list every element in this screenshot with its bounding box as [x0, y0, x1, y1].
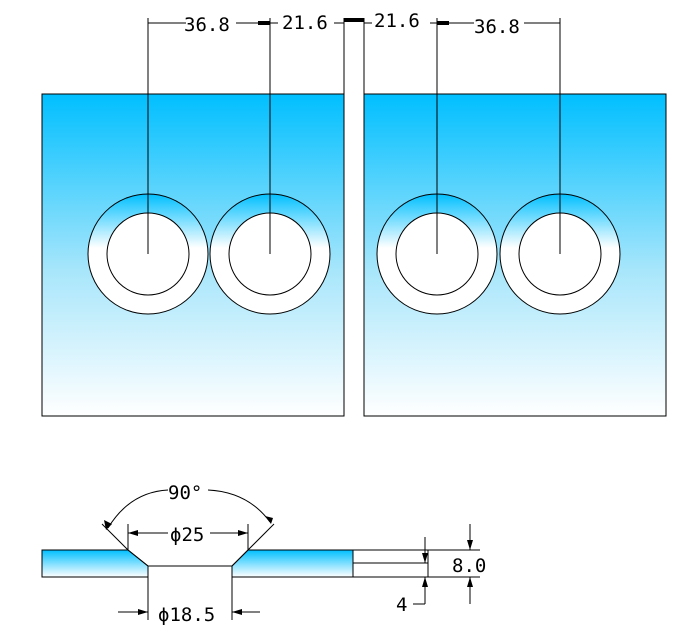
dim-hole-diameter: ϕ18.5: [158, 604, 215, 626]
dim-thickness: 8.0: [452, 555, 486, 577]
dim-right-hole-spacing: 36.8: [474, 16, 520, 38]
countersink-depth-dimension: [413, 537, 428, 605]
dim-left-hole-spacing: 36.8: [184, 14, 230, 36]
dim-left-edge-offset: 21.6: [282, 12, 328, 34]
extension-lines: [147, 18, 561, 254]
angle-dimension: [101, 489, 275, 551]
section-view: [41, 549, 480, 578]
dim-right-edge-offset: 21.6: [374, 10, 420, 32]
dim-countersink-diameter: ϕ25: [170, 524, 204, 546]
dim-countersink-depth: 4: [396, 594, 407, 616]
hole-diameter-dimension: [118, 577, 260, 620]
right-glass-panel: [363, 93, 667, 417]
dim-countersink-angle: 90°: [168, 482, 202, 504]
left-glass-panel: [41, 93, 345, 417]
thickness-dimension: [467, 524, 473, 604]
top-dimension-lines: [148, 18, 560, 25]
countersink-diameter-dimension: [127, 524, 249, 550]
